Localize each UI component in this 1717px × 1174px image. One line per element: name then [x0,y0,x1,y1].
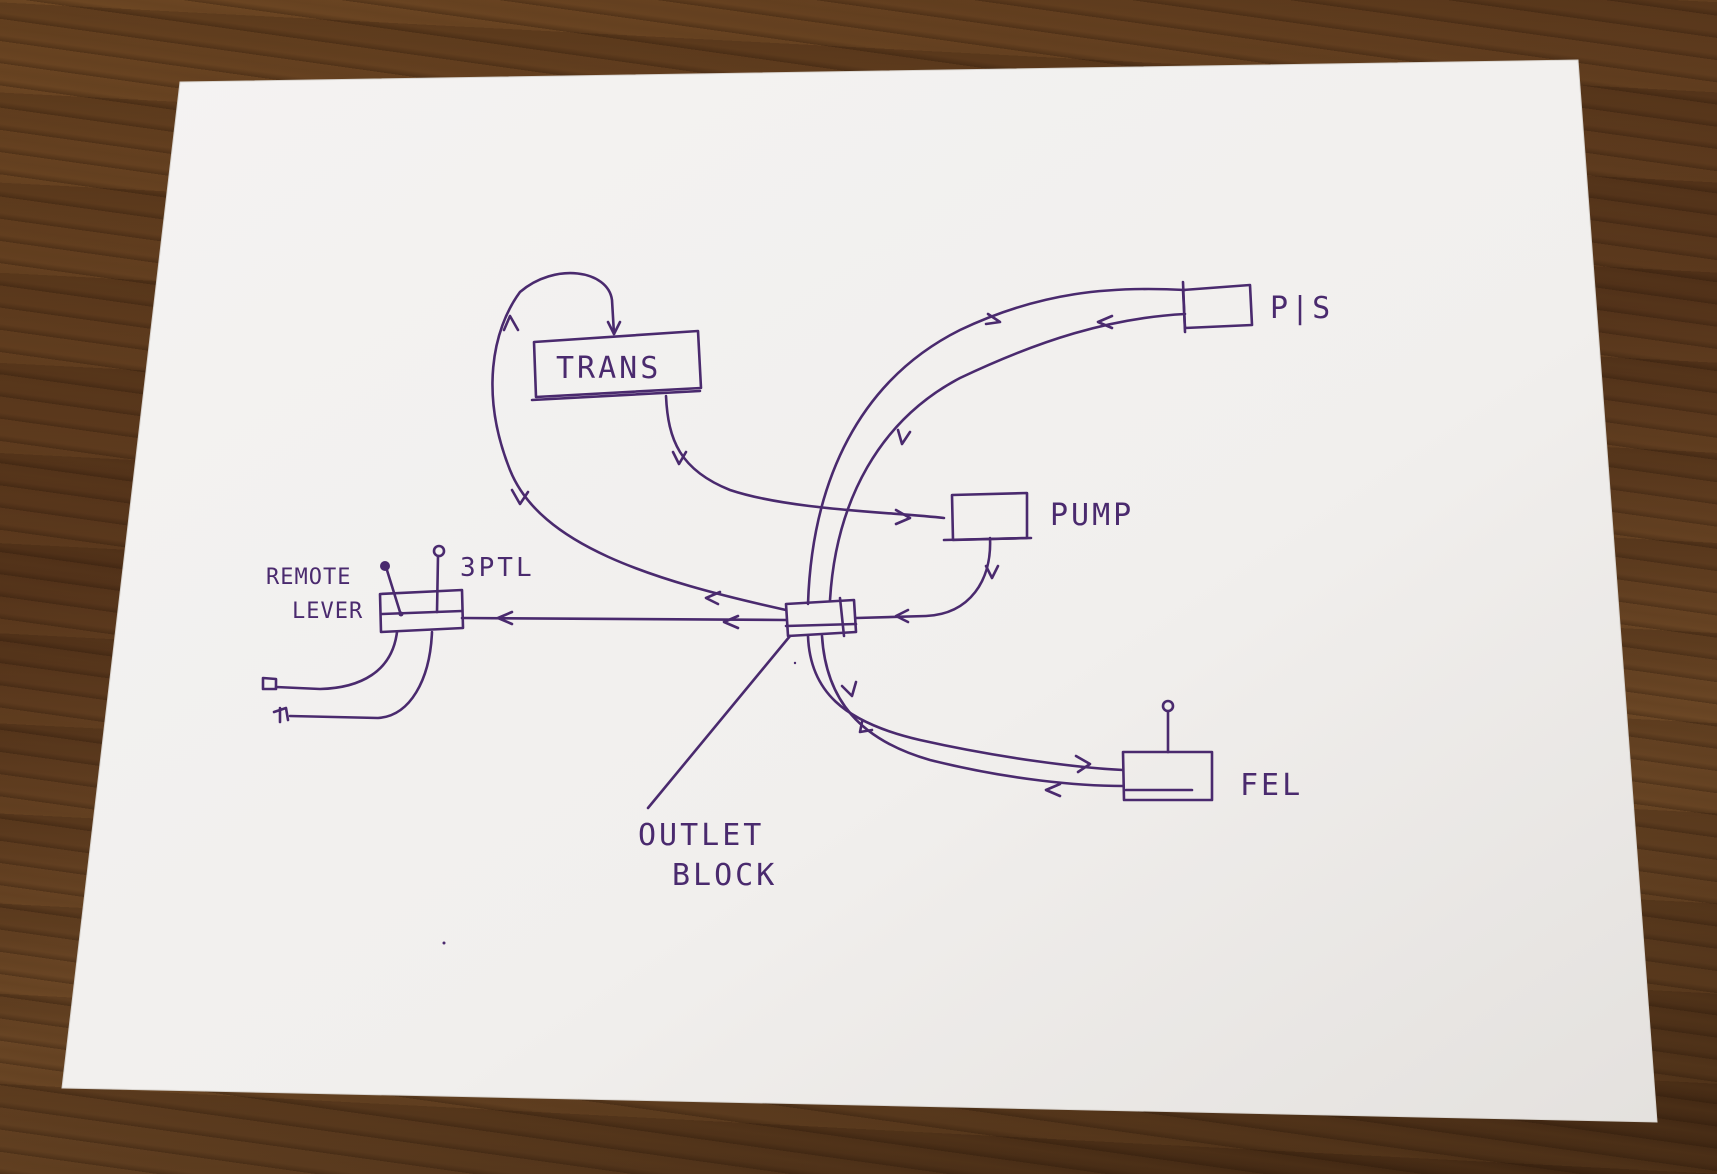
ps-return-hose [828,312,1187,602]
pump-label: PUMP [1050,498,1134,533]
three-ptl-knob-icon [432,544,446,558]
outlet-block-label-line1: OUTLET [638,818,764,853]
trans-to-pump-hose [664,394,946,520]
fel-box: FEL [1121,699,1303,803]
remote-valve-box [378,544,465,634]
paper-sheet [61,59,1658,1123]
remote-lever-knob-icon [380,561,390,571]
trans-box: TRANS [530,329,703,402]
remote-lever-label-line2: LEVER [292,599,363,624]
outlet-block-leader-line [646,634,792,810]
trans-label: TRANS [556,351,661,386]
pump-to-outlet-hose [854,536,992,620]
remote-lever-label-line1: REMOTE [266,565,351,590]
remote-output-hose-2 [288,630,434,720]
outlet-to-trans-return-hose [491,271,788,612]
three-ptl-label: 3PTL [460,553,535,583]
fel-label: FEL [1240,768,1303,803]
remote-output-hose-1 [274,630,399,691]
outlet-block-box [784,596,858,638]
ps-pressure-hose [806,287,1187,606]
pump-box: PUMP [942,491,1134,542]
ps-label: P|S [1270,291,1333,326]
outlet-block-label-line2: BLOCK [672,858,777,893]
fel-return-hose [820,634,1125,788]
outlet-to-fel-pressure-hose [806,634,1125,772]
fel-lever-knob-icon [1161,699,1175,713]
